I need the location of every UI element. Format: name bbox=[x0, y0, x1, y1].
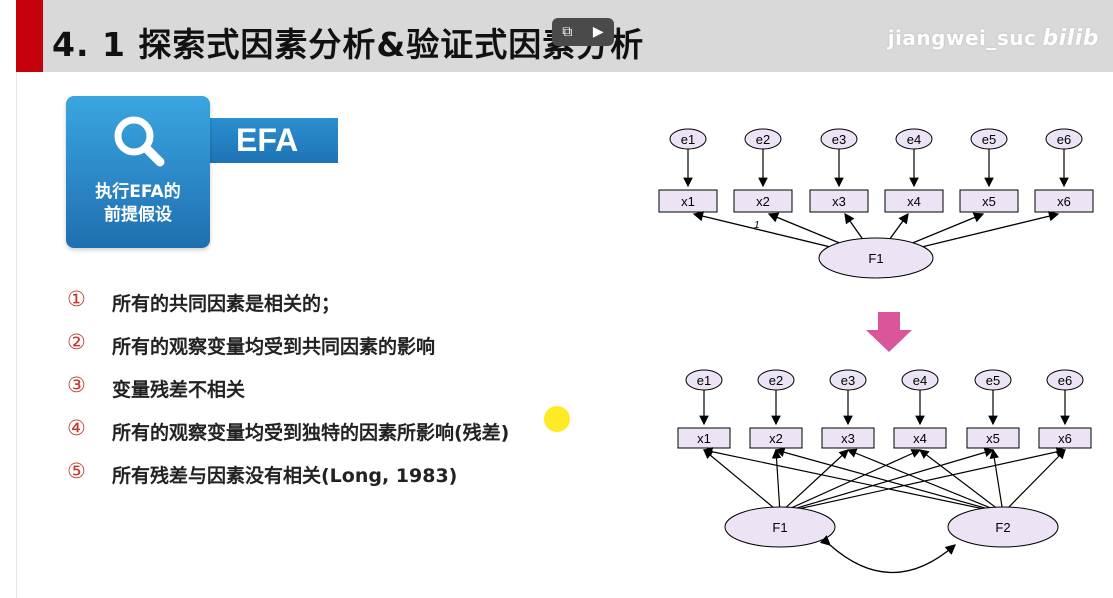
item-number-4: ④ bbox=[67, 416, 86, 440]
error-label: e6 bbox=[1058, 373, 1072, 388]
factor-node bbox=[724, 506, 836, 548]
observed-label: x5 bbox=[986, 431, 1000, 446]
error-label: e2 bbox=[756, 132, 770, 147]
efa-tag: EFA bbox=[236, 122, 299, 158]
loading-path-f2 bbox=[774, 447, 1004, 514]
factor-node bbox=[947, 506, 1059, 548]
error-label: e6 bbox=[1057, 132, 1071, 147]
error-label: e5 bbox=[982, 132, 996, 147]
item-text-4: 所有的观察变量均受到独特的因素所影响(残差) bbox=[112, 422, 510, 444]
efa-banner bbox=[200, 118, 338, 163]
error-label: e1 bbox=[697, 373, 711, 388]
observed-label: x2 bbox=[769, 431, 783, 446]
card-title-line1: 执行EFA的 bbox=[95, 182, 181, 202]
observed-node bbox=[733, 189, 793, 213]
down-arrow-icon bbox=[866, 312, 912, 352]
loading-path-f2 bbox=[846, 448, 1004, 514]
observed-node bbox=[821, 427, 875, 449]
observed-label: x6 bbox=[1057, 194, 1071, 209]
error-label: e3 bbox=[832, 132, 846, 147]
observed-label: x1 bbox=[697, 431, 711, 446]
observed-label: x2 bbox=[756, 194, 770, 209]
observed-label: x6 bbox=[1058, 431, 1072, 446]
factor-node bbox=[818, 237, 934, 279]
error-label: e5 bbox=[986, 373, 1000, 388]
loading-path-f2 bbox=[919, 449, 1004, 514]
loading-path-f2 bbox=[989, 448, 1004, 514]
observed-label: x1 bbox=[681, 194, 695, 209]
factor-label: F1 bbox=[868, 251, 883, 266]
loading-path-f2 bbox=[702, 447, 1004, 514]
card-title-line2: 前提假设 bbox=[104, 205, 172, 225]
loading-path-f1 bbox=[779, 447, 995, 514]
error-label: e4 bbox=[907, 132, 921, 147]
search-icon bbox=[114, 116, 165, 167]
observed-node bbox=[1034, 189, 1094, 213]
pip-controls[interactable]: ⧉ ▶ bbox=[552, 18, 614, 46]
cursor-highlight bbox=[544, 406, 570, 432]
item-number-3: ③ bbox=[67, 373, 86, 397]
item-text-2: 所有的观察变量均受到共同因素的影响 bbox=[112, 336, 436, 358]
bilibili-logo: bilib bbox=[1042, 26, 1099, 51]
loading-path-f1 bbox=[779, 449, 922, 514]
pip-icon[interactable]: ⧉ bbox=[562, 24, 573, 40]
observed-label: x3 bbox=[832, 194, 846, 209]
observed-label: x4 bbox=[913, 431, 927, 446]
observed-label: x5 bbox=[982, 194, 996, 209]
player-icon[interactable]: ▶ bbox=[592, 24, 604, 40]
watermark-user: jiangwei_suc bbox=[887, 26, 1037, 50]
item-text-3: 变量残差不相关 bbox=[112, 379, 246, 401]
path-label: 1 bbox=[754, 220, 760, 231]
item-text-5: 所有残差与因素没有相关(Long, 1983) bbox=[112, 465, 458, 487]
observed-node bbox=[959, 189, 1019, 213]
error-label: e4 bbox=[913, 373, 927, 388]
factor-label: F1 bbox=[772, 520, 787, 535]
loading-path-f2 bbox=[1002, 449, 1066, 514]
error-label: e1 bbox=[681, 132, 695, 147]
loading-path-f1 bbox=[703, 449, 781, 514]
observed-node bbox=[893, 427, 947, 449]
observed-label: x3 bbox=[841, 431, 855, 446]
item-number-1: ① bbox=[67, 287, 86, 311]
item-text-1: 所有的共同因素是相关的； bbox=[112, 293, 341, 315]
loading-path-f1 bbox=[779, 447, 1067, 514]
observed-node bbox=[658, 189, 718, 213]
covariance-path bbox=[819, 535, 956, 573]
item-number-5: ⑤ bbox=[67, 459, 86, 483]
error-label: e3 bbox=[841, 373, 855, 388]
observed-node bbox=[809, 189, 869, 213]
observed-node bbox=[884, 189, 944, 213]
item-number-2: ② bbox=[67, 330, 86, 354]
loading-path-f1 bbox=[771, 448, 782, 514]
slide-title: 4. 1 探索式因素分析&验证式因素分析 bbox=[52, 25, 645, 64]
observed-label: x4 bbox=[907, 194, 921, 209]
left-gutter bbox=[0, 0, 17, 598]
title-accent bbox=[16, 0, 43, 72]
error-label: e2 bbox=[769, 373, 783, 388]
loading-path-f1 bbox=[779, 449, 849, 514]
factor-label: F2 bbox=[995, 520, 1010, 535]
